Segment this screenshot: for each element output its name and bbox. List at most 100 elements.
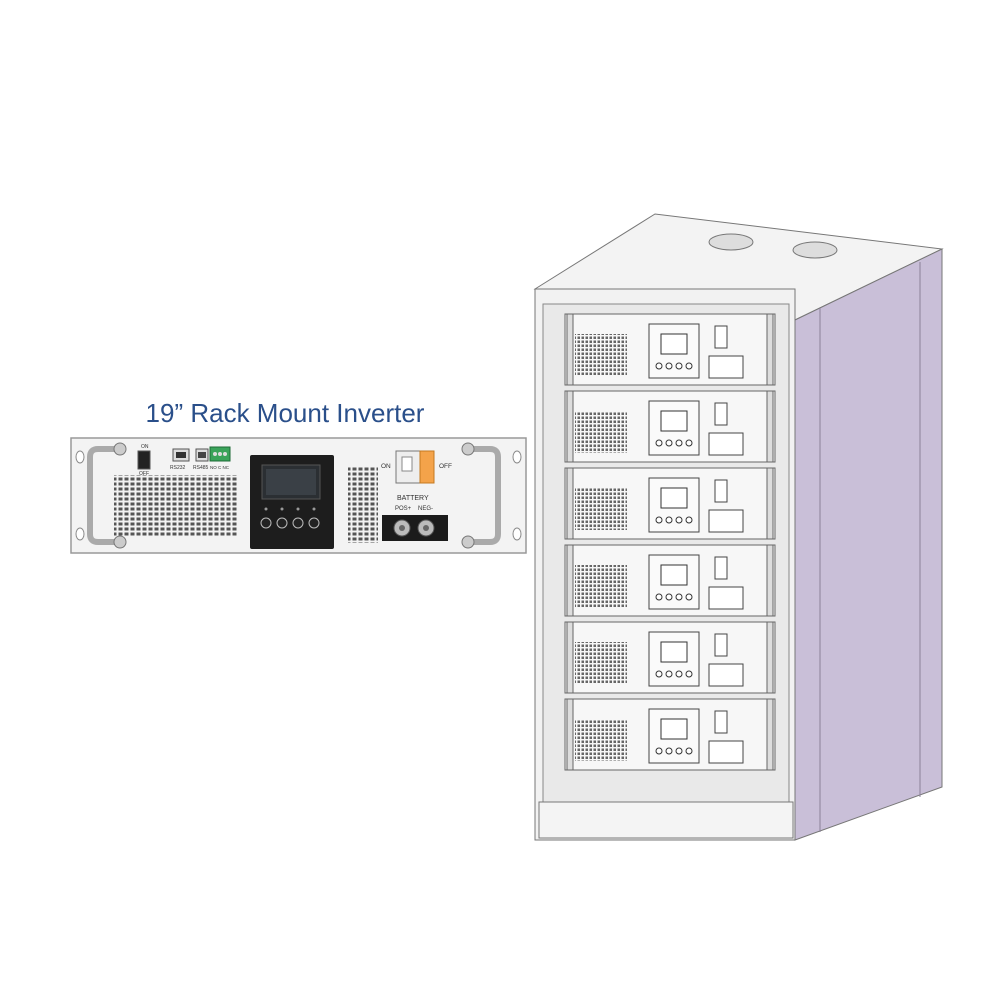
rack-unit-button — [685, 593, 693, 601]
neg-label: NEG- — [418, 506, 433, 512]
rack-unit-terminal-block — [708, 509, 744, 533]
keypad-button[interactable] — [292, 517, 304, 529]
power-switch[interactable] — [137, 450, 151, 470]
rack-unit-right-ear — [766, 544, 774, 617]
rack-unit-left-ear — [566, 544, 574, 617]
rack-unit-display — [660, 641, 688, 663]
rack-unit-button — [685, 439, 693, 447]
rs485-label: RS485 — [193, 465, 209, 471]
rack-unit-inverter — [564, 544, 776, 617]
rack-unit-button — [675, 362, 683, 370]
keypad-button[interactable] — [276, 517, 288, 529]
rack-ear-hole — [512, 450, 522, 464]
rack-unit-button — [655, 439, 663, 447]
rack-unit-inverter — [564, 621, 776, 694]
rack-unit-inverter — [564, 313, 776, 386]
battery-label: BATTERY — [397, 495, 429, 502]
rack-unit-button — [685, 747, 693, 755]
cabinet-base — [538, 801, 794, 839]
pos-label: POS+ — [395, 506, 412, 512]
rack-unit-display — [660, 564, 688, 586]
rs232-label: RS232 — [170, 465, 186, 471]
rack-unit-terminal-block — [708, 740, 744, 764]
rack-unit-button — [665, 439, 673, 447]
rack-unit-breaker — [714, 633, 728, 657]
status-led — [280, 507, 284, 511]
rack-unit-button — [655, 747, 663, 755]
rack-unit-right-ear — [766, 698, 774, 771]
rack-unit-vent — [575, 642, 627, 684]
rack-unit-inverter — [564, 390, 776, 463]
rack-unit-button — [655, 593, 663, 601]
battery-terminal-block[interactable] — [382, 515, 448, 541]
rack-unit-display — [660, 487, 688, 509]
rack-unit-breaker — [714, 479, 728, 503]
rack-unit-vent — [575, 488, 627, 530]
status-led — [264, 507, 268, 511]
rack-unit-button — [675, 747, 683, 755]
rack-unit-breaker — [714, 402, 728, 426]
power-switch-on-label: ON — [141, 444, 149, 450]
rack-unit-button — [675, 593, 683, 601]
top-fan-vent — [792, 241, 838, 259]
rack-unit-right-ear — [766, 313, 774, 386]
rack-unit-button — [675, 439, 683, 447]
rack-unit-button — [665, 747, 673, 755]
rack-unit-stack — [564, 313, 776, 771]
rack-unit-display — [660, 410, 688, 432]
keypad — [260, 507, 320, 529]
power-switch-off-label: OFF — [139, 471, 149, 477]
rack-unit-display — [660, 718, 688, 740]
rack-unit-vent — [575, 565, 627, 607]
rack-unit-button — [675, 670, 683, 678]
rack-unit-inverter — [564, 467, 776, 540]
rack-unit-inverter — [564, 698, 776, 771]
dry-contact-label: NO C NC — [210, 465, 230, 470]
rack-unit-terminal-block — [708, 432, 744, 456]
rack-unit-vent — [575, 334, 627, 376]
rack-ear-hole — [75, 450, 85, 464]
rack-unit-terminal-block — [708, 586, 744, 610]
rack-unit-left-ear — [566, 390, 574, 463]
rack-unit-right-ear — [766, 390, 774, 463]
rack-unit-button — [685, 362, 693, 370]
breaker-on-label: ON — [381, 463, 391, 470]
rack-unit-terminal-block — [708, 663, 744, 687]
rack-unit-display — [660, 333, 688, 355]
status-led — [296, 507, 300, 511]
left-handle[interactable] — [87, 442, 127, 549]
rack-unit-vent — [575, 411, 627, 453]
rack-mount-inverter-front: ON OFF RS232 RS485 NO C NC ON — [70, 437, 527, 554]
breaker-off-label: OFF — [439, 463, 452, 470]
keypad-button[interactable] — [308, 517, 320, 529]
server-cabinet — [525, 212, 965, 842]
rack-unit-button — [665, 516, 673, 524]
rack-unit-button — [655, 516, 663, 524]
rack-unit-breaker — [714, 556, 728, 580]
rack-unit-terminal-block — [708, 355, 744, 379]
rack-unit-button — [685, 670, 693, 678]
left-vent-grille — [114, 475, 238, 537]
right-handle[interactable] — [461, 442, 501, 549]
page-title: 19” Rack Mount Inverter — [145, 398, 425, 428]
keypad-button[interactable] — [260, 517, 272, 529]
rack-unit-button — [665, 670, 673, 678]
rack-unit-left-ear — [566, 698, 574, 771]
rack-ear-hole — [75, 527, 85, 541]
rack-unit-button — [675, 516, 683, 524]
battery-breaker[interactable] — [395, 450, 435, 484]
rack-unit-right-ear — [766, 621, 774, 694]
rack-ear-hole — [512, 527, 522, 541]
rack-unit-button — [655, 670, 663, 678]
status-led — [312, 507, 316, 511]
rack-unit-breaker — [714, 325, 728, 349]
rack-unit-vent — [575, 719, 627, 761]
rack-unit-left-ear — [566, 467, 574, 540]
rack-unit-left-ear — [566, 621, 574, 694]
rack-unit-breaker — [714, 710, 728, 734]
rack-unit-left-ear — [566, 313, 574, 386]
rack-unit-button — [665, 593, 673, 601]
rack-unit-button — [655, 362, 663, 370]
rack-unit-right-ear — [766, 467, 774, 540]
rack-unit-button — [685, 516, 693, 524]
